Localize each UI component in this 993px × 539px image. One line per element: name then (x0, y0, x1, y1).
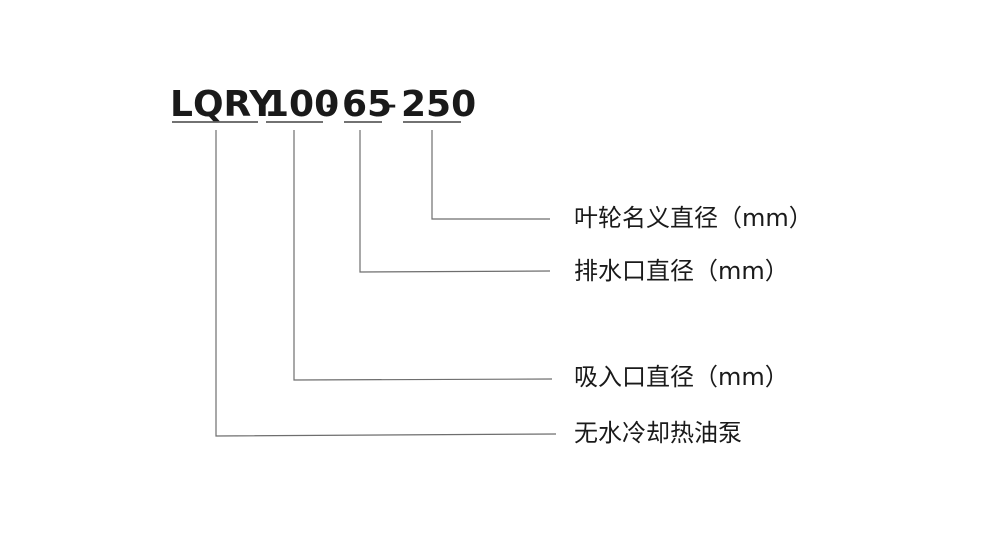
label-impeller-diameter: 叶轮名义直径（mm） (574, 204, 813, 232)
model-segment-inlet: 100 (264, 84, 339, 125)
model-segment-series: LQRY (170, 84, 276, 125)
model-segment-impeller: 250 (401, 84, 476, 125)
model-segment-outlet: 65 (342, 84, 392, 125)
leader-series (215, 130, 557, 437)
leader-outlet (359, 130, 551, 273)
leader-inlet (293, 130, 553, 381)
model-separator-2: - (384, 84, 397, 125)
model-separator-1: - (325, 84, 338, 125)
label-inlet-diameter: 吸入口直径（mm） (574, 363, 789, 391)
label-pump-type: 无水冷却热油泵 (574, 419, 742, 447)
label-outlet-diameter: 排水口直径（mm） (574, 257, 789, 285)
leader-impeller (431, 130, 550, 220)
